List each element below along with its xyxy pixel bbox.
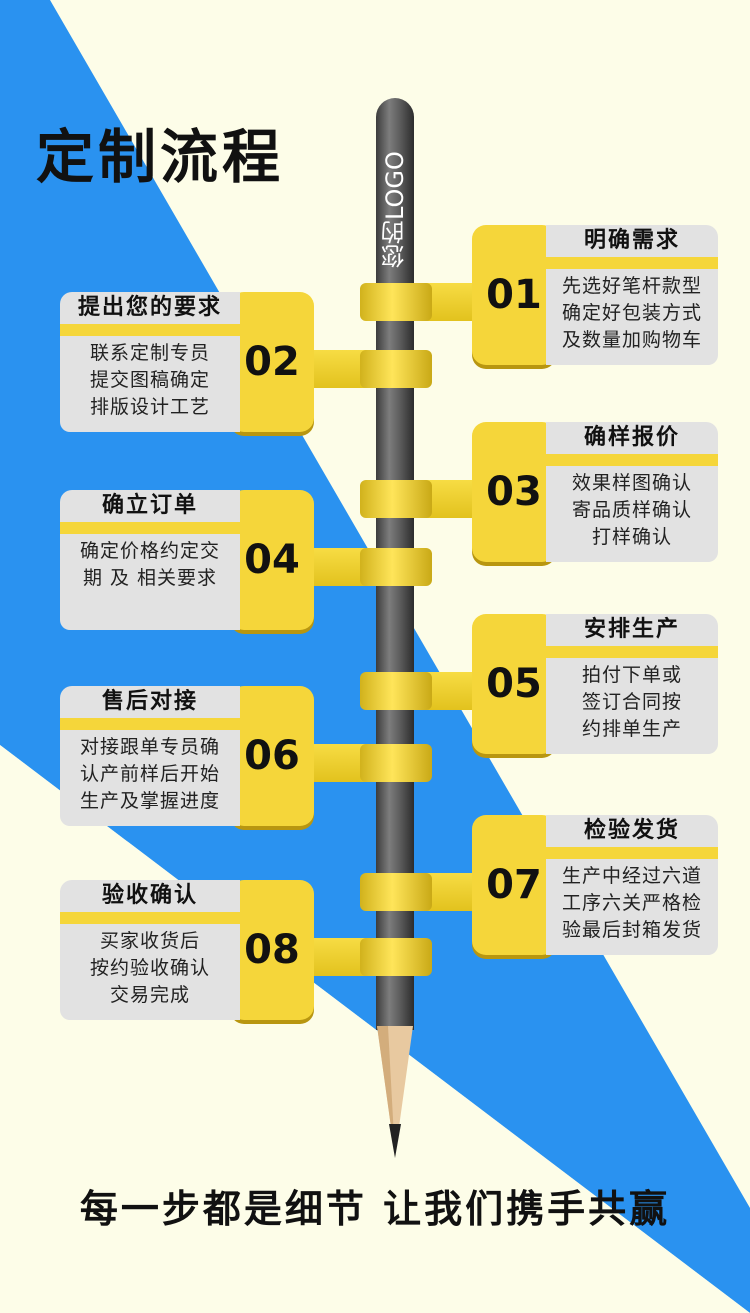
step-description: 拍付下单或签订合同按约排单生产	[546, 658, 718, 754]
step-divider	[60, 912, 240, 924]
step-description: 确定价格约定交期 及 相关要求	[60, 534, 240, 630]
step-number: 01	[486, 272, 542, 318]
pencil-ring	[360, 938, 432, 976]
step-description-line: 签订合同按	[581, 691, 682, 713]
step-description-line: 拍付下单或	[581, 664, 682, 686]
step-number-block	[230, 292, 314, 432]
step-description-line: 生产中经过六道	[561, 865, 702, 887]
step-description-line: 及数量加购物车	[561, 329, 702, 351]
step-description-line: 打样确认	[591, 526, 672, 548]
step-description: 生产中经过六道工序六关严格检验最后封箱发货	[546, 859, 718, 955]
pencil-tip	[377, 1026, 413, 1158]
pencil-ring	[360, 548, 432, 586]
step-title: 安排生产	[546, 614, 718, 646]
step-divider	[60, 522, 240, 534]
step-divider	[546, 257, 718, 269]
step-description-line: 联系定制专员	[89, 342, 210, 364]
pencil-ring	[360, 744, 432, 782]
step-number-block	[230, 686, 314, 826]
pencil-ring	[360, 873, 432, 911]
step-description-line: 约排单生产	[581, 718, 682, 740]
slogan: 每一步都是细节 让我们携手共赢	[79, 1187, 671, 1231]
step-number: 08	[244, 927, 300, 973]
pencil-ring	[360, 480, 432, 518]
step-title: 确样报价	[546, 422, 718, 454]
pencil-ring	[360, 283, 432, 321]
step-description-line: 提交图稿确定	[89, 369, 210, 391]
step-description-line: 期 及 相关要求	[82, 567, 218, 589]
step-title: 检验发货	[546, 815, 718, 847]
step-number-block	[472, 422, 556, 562]
step-description-line: 认产前样后开始	[79, 763, 220, 785]
pencil-ring	[360, 350, 432, 388]
step-description-line: 验最后封箱发货	[561, 919, 702, 941]
page-title: 定制流程	[36, 123, 285, 191]
step-description: 联系定制专员提交图稿确定排版设计工艺	[60, 336, 240, 432]
step-number: 07	[486, 862, 542, 908]
step-title: 确立订单	[60, 490, 240, 522]
step-description: 先选好笔杆款型确定好包装方式及数量加购物车	[546, 269, 718, 365]
step-description-line: 生产及掌握进度	[79, 790, 220, 812]
step-description-line: 确定好包装方式	[561, 302, 702, 324]
step-number: 06	[244, 733, 300, 779]
step-description-line: 买家收货后	[99, 930, 200, 952]
step-description-line: 排版设计工艺	[89, 396, 210, 418]
step-number: 03	[486, 469, 542, 515]
step-divider	[60, 718, 240, 730]
step-title: 明确需求	[546, 225, 718, 257]
pencil-logo-text: 您的LOGO	[381, 151, 409, 269]
step-description: 效果样图确认寄品质样确认打样确认	[546, 466, 718, 562]
step-number-block	[472, 815, 556, 955]
step-divider	[60, 324, 240, 336]
step-number: 02	[244, 339, 300, 385]
step-description-line: 确定价格约定交	[79, 540, 220, 562]
step-description: 买家收货后按约验收确认交易完成	[60, 924, 240, 1020]
step-number: 04	[244, 537, 300, 583]
step-description-line: 寄品质样确认	[571, 499, 692, 521]
step-title: 提出您的要求	[60, 292, 240, 324]
step-divider	[546, 454, 718, 466]
step-title: 验收确认	[60, 880, 240, 912]
step-number-block	[230, 490, 314, 630]
step-title: 售后对接	[60, 686, 240, 718]
step-number: 05	[486, 661, 542, 707]
step-number-block	[472, 614, 556, 754]
step-description-line: 对接跟单专员确	[79, 736, 220, 758]
step-description-line: 工序六关严格检	[561, 892, 702, 914]
step-description-line: 按约验收确认	[89, 957, 210, 979]
step-divider	[546, 847, 718, 859]
step-description-line: 交易完成	[109, 984, 190, 1006]
step-description: 对接跟单专员确认产前样后开始生产及掌握进度	[60, 730, 240, 826]
step-description-line: 效果样图确认	[571, 472, 692, 494]
step-number-block	[230, 880, 314, 1020]
step-description-line: 先选好笔杆款型	[561, 275, 702, 297]
step-number-block	[472, 225, 556, 365]
pencil-ring	[360, 672, 432, 710]
step-divider	[546, 646, 718, 658]
